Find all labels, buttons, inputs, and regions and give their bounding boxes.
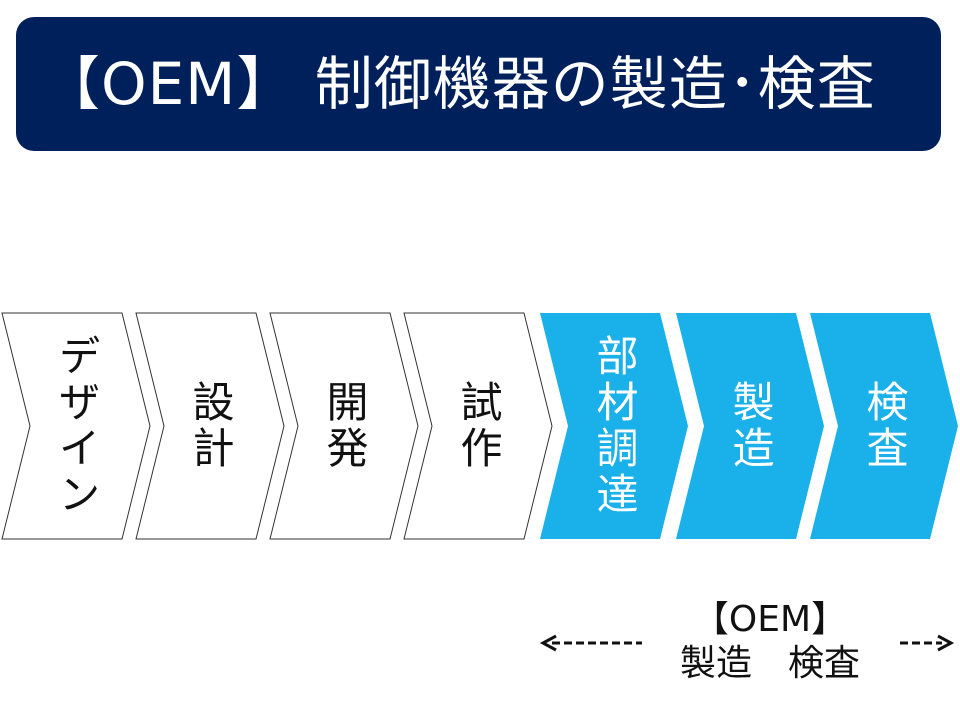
chevron-step-6 — [676, 313, 824, 539]
left-dashed-arrow — [539, 634, 642, 652]
oem-range-title: 【OEM】 — [692, 599, 848, 640]
chevron-step-1 — [1, 312, 151, 540]
title-banner: 【OEM】 制御機器の製造･検査 — [16, 17, 941, 151]
page-title: 【OEM】 制御機器の製造･検査 — [42, 50, 876, 118]
chevron-step-5 — [540, 313, 688, 539]
right-dashed-arrow — [900, 634, 955, 652]
chevron-step-7 — [810, 313, 958, 539]
chevron-step-4 — [403, 312, 553, 540]
chevron-step-2 — [135, 312, 285, 540]
oem-range-scope: 製造 検査 — [679, 643, 860, 684]
oem-range-caption: 【OEM】 製造 検査 — [650, 598, 890, 686]
chevron-step-3 — [269, 312, 419, 540]
